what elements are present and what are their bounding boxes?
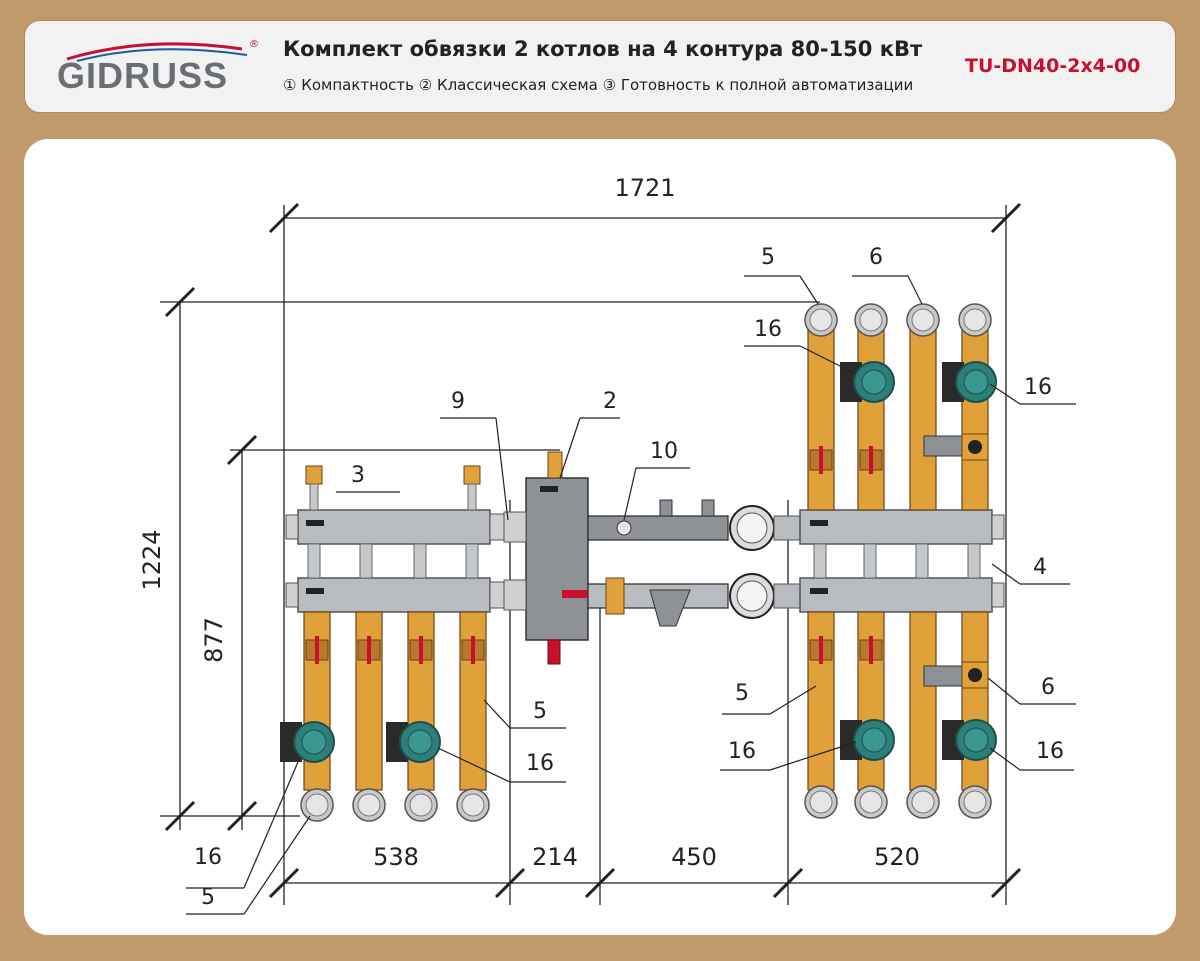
callout-3: 3 — [351, 463, 365, 488]
callout-2: 2 — [603, 389, 617, 414]
callout-16-top-right: 16 — [1024, 375, 1052, 400]
callout-16-bottom-left: 16 — [194, 845, 222, 870]
callout-6-bottom: 6 — [1041, 675, 1055, 700]
callout-10: 10 — [650, 439, 678, 464]
callout-leaders — [186, 275, 1076, 915]
callout-16-bottom-right-b: 16 — [1036, 739, 1064, 764]
left-collector — [285, 465, 505, 613]
hydraulic-separator — [503, 451, 602, 665]
callout-4: 4 — [1033, 555, 1047, 580]
header-bar: GIDRUSS ® Комплект обвязки 2 котлов на 4… — [24, 20, 1176, 113]
dim-seg-214: 214 — [532, 843, 578, 871]
logo-text: GIDRUSS — [57, 55, 229, 96]
callout-16-bottom-mid: 16 — [526, 751, 554, 776]
dim-inner-height: 877 — [200, 617, 228, 663]
callout-5-mid-left: 5 — [533, 699, 547, 724]
logo-swoosh-icon — [66, 42, 248, 62]
dim-seg-538: 538 — [373, 843, 419, 871]
dim-seg-450: 450 — [671, 843, 717, 871]
callout-16-bottom-right-a: 16 — [728, 739, 756, 764]
callout-5-mid-right: 5 — [735, 681, 749, 706]
dim-seg-520: 520 — [874, 843, 920, 871]
gidruss-logo: GIDRUSS ® — [57, 39, 259, 99]
right-upper-circuits — [804, 303, 997, 511]
callout-9: 9 — [451, 389, 465, 414]
callout-5-bottom-left: 5 — [201, 885, 215, 910]
registered-mark: ® — [249, 39, 259, 50]
callout-6-top: 6 — [869, 245, 883, 270]
dim-overall-height: 1224 — [138, 529, 166, 590]
page-title: Комплект обвязки 2 котлов на 4 контура 8… — [283, 37, 923, 61]
product-code: TU-DN40-2x4-00 — [965, 55, 1141, 77]
dimension-lines — [160, 202, 1022, 905]
boiler-lines — [587, 499, 801, 627]
right-collector — [799, 509, 1005, 613]
right-lower-circuits — [804, 611, 997, 819]
callout-16-top-left: 16 — [754, 317, 782, 342]
dim-overall-width: 1721 — [614, 174, 675, 202]
left-circuits — [279, 611, 490, 822]
callout-5-top: 5 — [761, 245, 775, 270]
page-subtitle: ① Компактность ② Классическая схема ③ Го… — [283, 76, 914, 94]
